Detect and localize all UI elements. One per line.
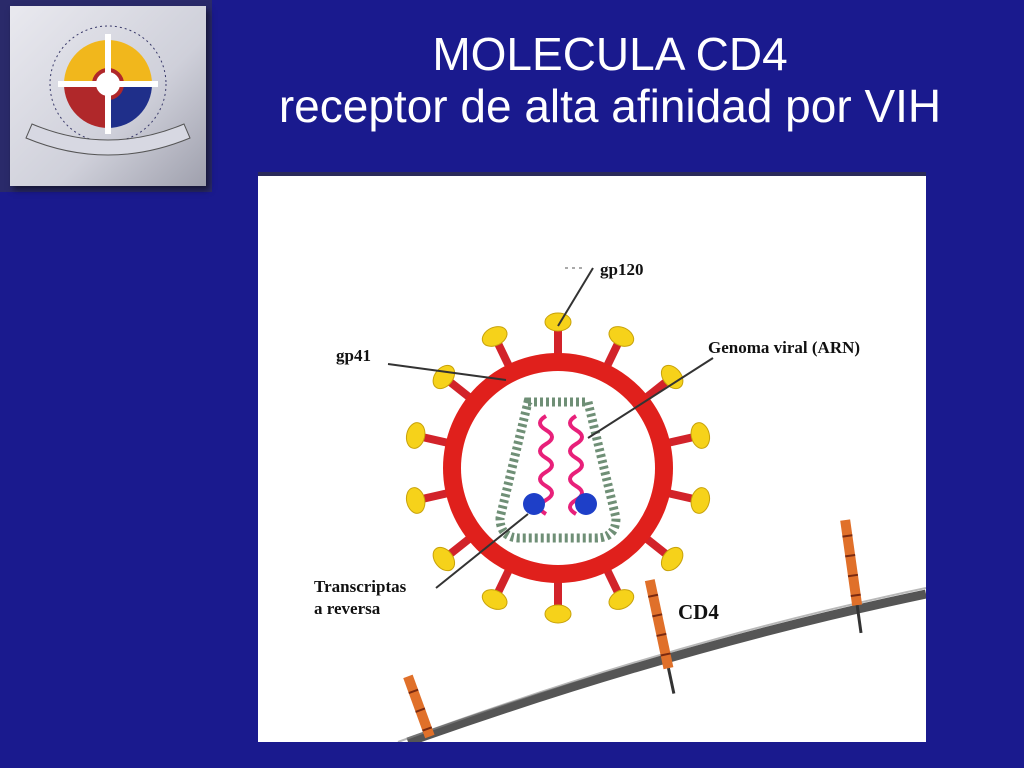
gp120-spikes [405,312,711,624]
hiv-virion [405,312,711,624]
cd4-receptor [644,579,676,694]
title-line-2: receptor de alta afinidad por VIH [278,80,942,132]
label-cd4: CD4 [678,600,719,624]
spike-icon [602,326,635,371]
spike-icon [602,565,635,610]
reverse-transcriptase [523,493,545,515]
label-transcriptasa-reversa: Transcriptas a reversa [314,576,406,620]
spike-icon [664,487,711,514]
university-seal-icon [25,25,191,156]
label-gp120: gp120 [600,260,644,279]
label-genoma-viral: Genoma viral (ARN) [708,338,861,357]
spike-icon [481,565,514,610]
viral-capsid [495,397,621,543]
slide-title: MOLECULA CD4 receptor de alta afinidad p… [230,28,990,132]
cd4-receptor [840,519,863,634]
university-logo [10,6,206,186]
label-rt-line1: Transcriptas [314,577,407,596]
spike-icon [544,578,572,624]
rna-strand [538,414,554,516]
title-line-1: MOLECULA CD4 [432,28,788,80]
hiv-virion-illustration [387,267,927,747]
label-rt-line2: a reversa [314,599,381,618]
spike-icon [664,422,711,449]
spike-icon [405,487,452,514]
hiv-diagram: gp120 gp41 Genoma viral (ARN) Transcript… [258,172,927,747]
reverse-transcriptase [575,493,597,515]
spike-icon [432,533,475,572]
spike-icon [405,422,452,449]
label-gp41: gp41 [336,346,371,365]
spike-icon [641,364,684,403]
spike-icon [544,312,572,358]
cd4-receptor [403,674,435,739]
spike-icon [641,533,684,572]
university-logo-panel [0,0,212,192]
spike-icon [481,326,514,371]
